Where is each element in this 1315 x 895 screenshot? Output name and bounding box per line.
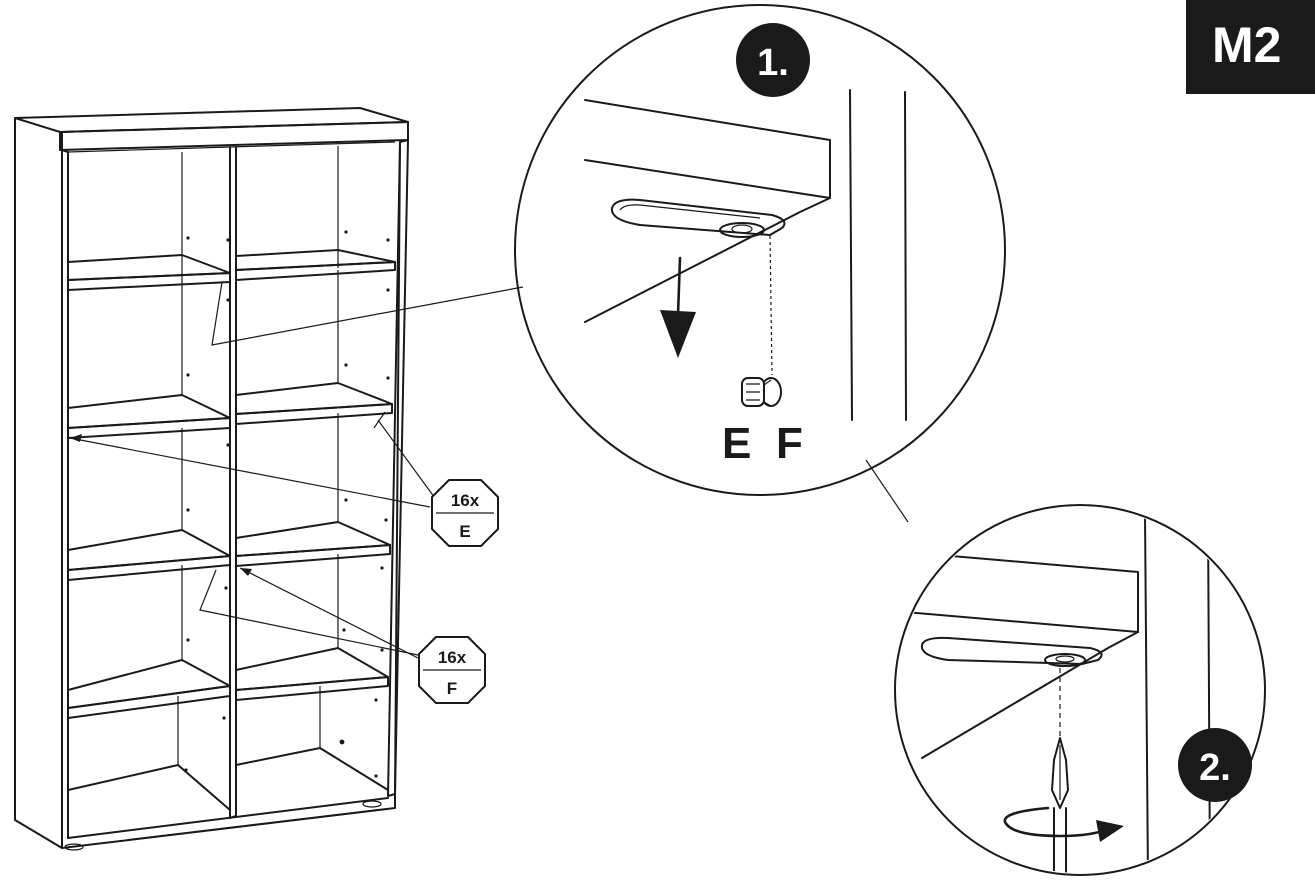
shelves-right — [235, 249, 396, 791]
step-badge: M2 — [1186, 0, 1315, 94]
step-badge-text: M2 — [1212, 17, 1281, 73]
rotate-clockwise-icon — [1003, 806, 1124, 842]
detail-circle-1: E F 1. — [514, 4, 1006, 496]
callout-e-part: E — [459, 522, 470, 541]
bookcase — [14, 107, 409, 851]
part-label-f: F — [776, 419, 803, 468]
step-2-badge: 2. — [1178, 728, 1252, 802]
callout-f-qty: 16x — [438, 648, 467, 667]
leader-lines — [69, 281, 909, 659]
cam-bolt-icon — [741, 377, 782, 407]
arrow-down-icon — [660, 256, 696, 358]
step-1-badge: 1. — [736, 23, 810, 97]
callout-e-qty: 16x — [451, 491, 480, 510]
callout-f-part: F — [447, 679, 457, 698]
callout-f: 16x F — [418, 636, 486, 704]
shelves-left — [67, 254, 231, 811]
screwdriver-icon — [1051, 737, 1069, 873]
step-1-label: 1. — [757, 42, 789, 84]
detail-circle-2: 2. — [894, 504, 1266, 876]
part-label-e: E — [722, 419, 751, 468]
callout-e: 16x E — [431, 479, 499, 547]
pin-holes — [184, 230, 390, 778]
step-2-label: 2. — [1199, 747, 1231, 789]
